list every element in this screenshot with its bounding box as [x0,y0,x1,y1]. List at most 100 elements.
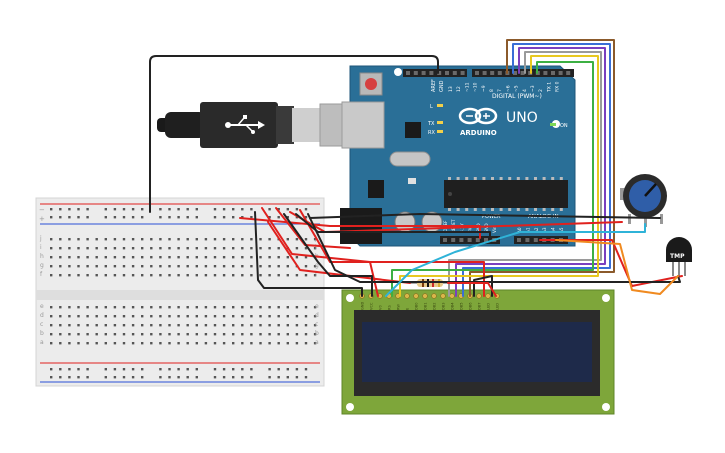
lcd-pin[interactable] [485,293,491,299]
breadboard-hole[interactable] [286,274,289,277]
breadboard-hole[interactable] [68,333,71,336]
breadboard-hole[interactable] [195,274,198,277]
breadboard-hole[interactable] [141,238,144,241]
breadboard-hole[interactable] [104,368,107,371]
breadboard-hole[interactable] [213,368,217,371]
breadboard-hole[interactable] [50,342,53,345]
breadboard-hole[interactable] [177,208,180,211]
breadboard-hole[interactable] [268,333,271,336]
breadboard-hole[interactable] [222,247,226,250]
breadboard-hole[interactable] [95,342,98,345]
header-pin[interactable] [551,71,555,75]
breadboard-hole[interactable] [304,274,308,277]
breadboard-hole[interactable] [177,238,180,241]
breadboard-hole[interactable] [232,315,235,318]
breadboard-hole[interactable] [168,238,171,241]
breadboard-hole[interactable] [304,315,308,318]
breadboard-hole[interactable] [313,238,317,241]
breadboard-hole[interactable] [186,306,189,309]
temperature-sensor[interactable]: TMP [666,237,692,276]
breadboard-hole[interactable] [313,265,317,268]
breadboard-hole[interactable] [77,324,80,327]
breadboard-hole[interactable] [177,247,180,250]
breadboard-hole[interactable] [277,324,280,327]
breadboard-hole[interactable] [213,216,217,219]
breadboard-hole[interactable] [177,306,180,309]
breadboard-hole[interactable] [104,306,107,309]
breadboard-hole[interactable] [241,238,244,241]
breadboard-hole[interactable] [259,274,262,277]
lcd-pin[interactable] [431,293,437,299]
breadboard-hole[interactable] [277,216,280,219]
breadboard-hole[interactable] [86,247,89,250]
header-pin[interactable] [429,71,434,75]
breadboard-hole[interactable] [59,208,62,211]
breadboard-hole[interactable] [131,238,135,241]
breadboard-hole[interactable] [268,256,271,259]
breadboard-hole[interactable] [50,333,53,336]
breadboard-hole[interactable] [141,306,144,309]
breadboard-hole[interactable] [286,216,289,219]
breadboard-hole[interactable] [68,376,71,379]
breadboard-hole[interactable] [268,342,271,345]
breadboard-hole[interactable] [104,208,107,211]
breadboard-hole[interactable] [159,333,162,336]
header-pin[interactable] [452,71,457,75]
breadboard-hole[interactable] [313,333,317,336]
breadboard-hole[interactable] [277,306,280,309]
breadboard-hole[interactable] [159,324,162,327]
breadboard-hole[interactable] [277,208,280,211]
breadboard-hole[interactable] [241,274,244,277]
breadboard-hole[interactable] [186,208,189,211]
breadboard-hole[interactable] [286,238,289,241]
breadboard-hole[interactable] [186,333,189,336]
breadboard-hole[interactable] [77,265,80,268]
breadboard-hole[interactable] [95,238,98,241]
breadboard-hole[interactable] [213,265,217,268]
wire-d2-green[interactable] [391,61,594,297]
breadboard-hole[interactable] [277,265,280,268]
breadboard-hole[interactable] [222,238,226,241]
breadboard-hole[interactable] [104,324,107,327]
breadboard-hole[interactable] [168,333,171,336]
wire-gnd-3[interactable] [307,213,681,283]
lcd-pin[interactable] [422,293,428,299]
breadboard-hole[interactable] [131,265,135,268]
breadboard-hole[interactable] [195,238,198,241]
breadboard-hole[interactable] [59,216,62,219]
breadboard-hole[interactable] [59,324,62,327]
breadboard-hole[interactable] [268,208,271,211]
breadboard-hole[interactable] [141,208,144,211]
breadboard-hole[interactable] [195,324,198,327]
breadboard-hole[interactable] [141,324,144,327]
breadboard-hole[interactable] [295,306,299,309]
breadboard-hole[interactable] [222,376,226,379]
breadboard-hole[interactable] [150,315,153,318]
breadboard-hole[interactable] [50,238,53,241]
breadboard-hole[interactable] [95,247,98,250]
breadboard-hole[interactable] [122,368,126,371]
breadboard-hole[interactable] [86,256,89,259]
breadboard-hole[interactable] [259,315,262,318]
breadboard-hole[interactable] [313,342,317,345]
breadboard-hole[interactable] [104,376,107,379]
breadboard-hole[interactable] [213,324,217,327]
breadboard-hole[interactable] [50,216,53,219]
breadboard-hole[interactable] [232,333,235,336]
breadboard-hole[interactable] [186,216,189,219]
breadboard-hole[interactable] [232,216,235,219]
breadboard-hole[interactable] [141,368,144,371]
breadboard-hole[interactable] [122,376,126,379]
breadboard-hole[interactable] [50,315,53,318]
breadboard-hole[interactable] [159,306,162,309]
breadboard-hole[interactable] [95,333,98,336]
breadboard-hole[interactable] [159,256,162,259]
breadboard-hole[interactable] [131,256,135,259]
breadboard-hole[interactable] [86,216,89,219]
breadboard-hole[interactable] [186,274,189,277]
breadboard-hole[interactable] [222,256,226,259]
arduino-uno-board[interactable]: ARDUINO UNO DIGITAL (PWM~) ANALOG IN POW… [340,65,576,247]
wire-d6-blue[interactable] [462,43,611,297]
breadboard-hole[interactable] [213,315,217,318]
breadboard-hole[interactable] [241,342,244,345]
